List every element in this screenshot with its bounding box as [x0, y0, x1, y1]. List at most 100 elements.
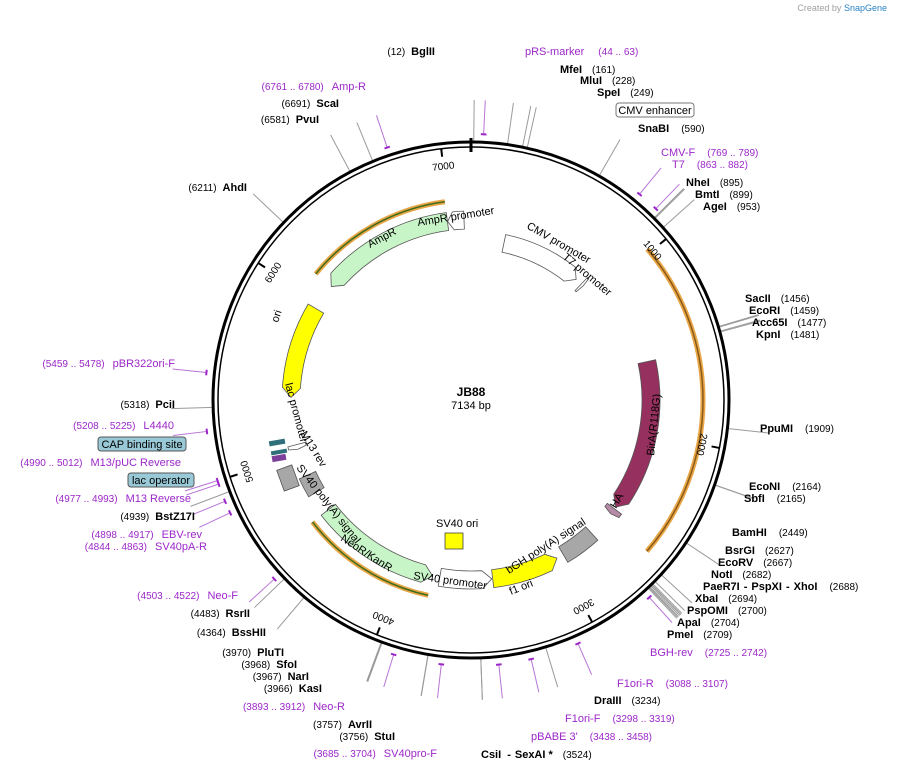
- svg-text:F1ori-F(3298 .. 3319): F1ori-F(3298 .. 3319): [565, 713, 675, 725]
- feature-f1-ori: [491, 553, 558, 589]
- enzyme-sacii: SacII: [745, 293, 771, 305]
- svg-text:(6691)ScaI: (6691)ScaI: [281, 98, 339, 110]
- primer-leader-pbabe-3-: [498, 664, 503, 699]
- svg-text:(4977 .. 4993)M13 Reverse: (4977 .. 4993)M13 Reverse: [55, 493, 191, 505]
- svg-text:PspOMI(2700): PspOMI(2700): [687, 605, 767, 617]
- enzyme-acc65i: Acc65I: [752, 317, 787, 329]
- svg-text:pBABE 3'(3438 .. 3458): pBABE 3'(3438 .. 3458): [531, 731, 652, 743]
- svg-text:(3756)StuI: (3756)StuI: [339, 731, 395, 743]
- svg-text:SbfI(2165): SbfI(2165): [744, 493, 806, 505]
- enzyme-leader-bsrgi: [660, 574, 693, 604]
- enzyme-ppumi: PpuMI: [760, 423, 793, 435]
- enzyme-leader-bamhi: [685, 542, 722, 567]
- enzyme-pspxi: PspXI: [751, 581, 782, 593]
- primer-sv40pa-r: SV40pA-R: [155, 541, 207, 553]
- enzyme-bglii: BglII: [411, 46, 435, 58]
- svg-text:PaeR7I-PspXI-XhoI(2688): PaeR7I-PspXI-XhoI(2688): [703, 581, 858, 593]
- primer-t7: T7: [672, 159, 685, 171]
- enzyme-mfei: MfeI: [560, 64, 582, 76]
- primer-leader-bgh-rev: [648, 597, 673, 623]
- enzyme-kpni: KpnI: [756, 329, 780, 341]
- tick-label: 5000: [239, 459, 256, 484]
- enzyme-leader-pvui: [330, 134, 351, 173]
- feature-label-lac-promoter: lac promoter: [282, 382, 310, 444]
- enzyme-csii: CsiI: [481, 749, 501, 761]
- primer-mark-neo-r: [390, 652, 397, 657]
- primer-marks: [205, 133, 659, 666]
- enzyme-bsrgi: BsrGI: [725, 545, 755, 557]
- svg-text:DraIII(3234): DraIII(3234): [594, 695, 660, 707]
- svg-text:EcoNI(2164): EcoNI(2164): [749, 481, 821, 493]
- enzyme-leader-acc65i: [719, 319, 761, 332]
- svg-text:AgeI(953): AgeI(953): [703, 201, 760, 213]
- svg-text:(3685 .. 3704)SV40pro-F: (3685 .. 3704)SV40pro-F: [314, 748, 438, 760]
- tick-label: 7000: [432, 160, 456, 174]
- feature-label-sv40-ori: SV40 ori: [436, 518, 478, 530]
- tick-label: 4000: [371, 608, 396, 627]
- enzyme-leader-snabi: [598, 139, 621, 177]
- svg-text:(6581)PvuI: (6581)PvuI: [261, 114, 319, 126]
- primer-cmv-f: CMV-F: [661, 147, 696, 159]
- enzyme-pvui: PvuI: [296, 114, 319, 126]
- orf-amp-core: [315, 200, 445, 275]
- primer-mark-ebv-rev: [223, 498, 228, 505]
- backbone: [211, 138, 731, 660]
- enzyme-leader-ahdi: [252, 193, 284, 224]
- svg-text:(4483)RsrII: (4483)RsrII: [191, 608, 250, 620]
- enzyme-leader-draiii: [545, 646, 559, 688]
- primer-m13-puc-reverse: M13/pUC Reverse: [91, 457, 181, 469]
- primer-bgh-rev: BGH-rev: [650, 647, 693, 659]
- enzyme-leader-nhei: [653, 188, 685, 219]
- primer-ebv-rev: EBV-rev: [162, 529, 203, 541]
- sv40-ori-box: [444, 532, 464, 550]
- enzyme-ecori: EcoRI: [749, 305, 780, 317]
- primer-mark-cmv-f: [636, 191, 643, 197]
- tick-mark: [375, 627, 381, 636]
- svg-text:(6761 .. 6780)Amp-R: (6761 .. 6780)Amp-R: [262, 81, 367, 93]
- primer-mark-amp-r: [384, 145, 391, 150]
- enzyme-leader-agei: [662, 199, 695, 229]
- primer-neo-r: Neo-R: [313, 701, 345, 713]
- enzyme-leader-sbfi: [714, 484, 755, 500]
- primer-leader-amp-r: [375, 115, 388, 148]
- primer-m13-reverse: M13 Reverse: [126, 493, 191, 505]
- enzyme-bmti: BmtI: [695, 189, 719, 201]
- enzyme-leader-bmti: [654, 188, 685, 220]
- enzyme-leader-mlui: [521, 105, 532, 148]
- enzyme-leader-noti: [651, 583, 683, 614]
- enzyme-labels: (12)BglII MfeI(161) MluI(228) SpeI(249) …: [120, 46, 858, 761]
- primer-leader-f1ori-r: [577, 643, 593, 675]
- svg-text:EcoRI(1459): EcoRI(1459): [749, 305, 819, 317]
- feature-bgh-poly-a-signal: [558, 526, 599, 563]
- feature-cmv-promoter: [501, 234, 577, 282]
- enzyme-leader-pcii: [171, 406, 214, 410]
- feature-ampr-promoter: [447, 210, 465, 231]
- svg-text:KpnI(1481): KpnI(1481): [756, 329, 819, 341]
- enzyme-pos-bglii: (12): [387, 47, 405, 58]
- primer-f1ori-r: F1ori-R: [617, 678, 654, 690]
- primer-mark-sv40pa-r: [228, 509, 233, 516]
- svg-text:(5208 .. 5225)L4440: (5208 .. 5225)L4440: [73, 420, 174, 432]
- svg-text:BGH-rev(2725 .. 2742): BGH-rev(2725 .. 2742): [650, 647, 767, 659]
- primer-leader-m13-puc-reverse: [184, 480, 218, 492]
- primer-mark-neo-f: [271, 576, 277, 582]
- enzyme-kasi: KasI: [299, 683, 322, 695]
- enzyme-leader-pmei: [647, 587, 678, 619]
- primer-mark-bgh-rev: [646, 594, 653, 601]
- feature-lac-promoter: [287, 441, 307, 451]
- enzyme-apai: ApaI: [677, 617, 701, 629]
- primer-leader-sv40pro-f: [437, 664, 442, 699]
- enzyme-pluti: PluTI: [257, 647, 284, 659]
- svg-text:MfeI(161): MfeI(161): [560, 64, 615, 76]
- primer-mark-sv40pro-f: [438, 663, 445, 666]
- enzyme-econi: EcoNI: [749, 481, 780, 493]
- primer-mark-t7: [653, 206, 659, 212]
- svg-text:SacII(1456): SacII(1456): [745, 293, 810, 305]
- svg-text:(4898 .. 4917)EBV-rev: (4898 .. 4917)EBV-rev: [91, 529, 202, 541]
- enzyme-leader-ppumi: [727, 427, 770, 434]
- plasmid-name: JB88: [457, 385, 486, 399]
- lac-operator-mark: [270, 448, 288, 456]
- enzyme-leader-sexai-: [480, 657, 483, 700]
- primer-labels: pRS-marker(44 .. 63) CMV-F(769 .. 789) T…: [20, 46, 767, 760]
